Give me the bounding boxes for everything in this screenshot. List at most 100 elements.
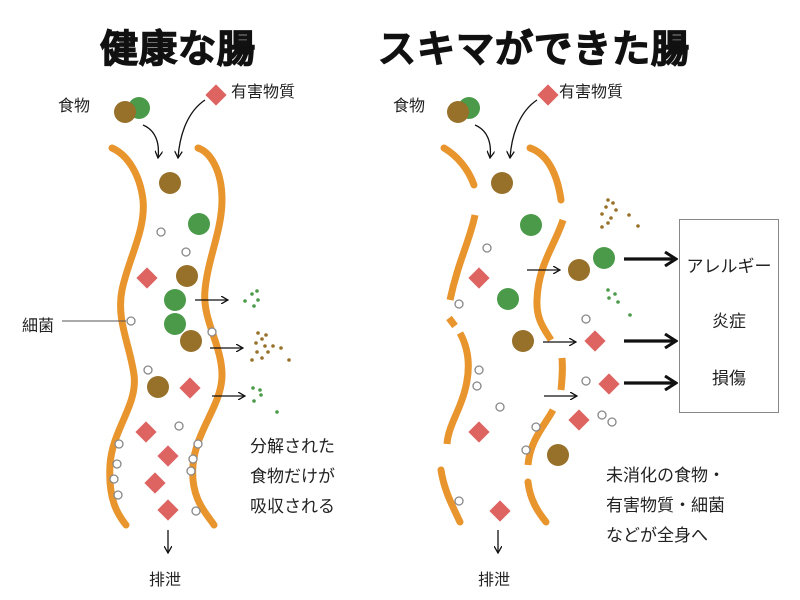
digested-particle-green: [258, 388, 262, 392]
digested-particle-green: [259, 393, 263, 397]
right-wall-right-seg1: [526, 144, 565, 204]
bacteria-icon: [193, 439, 203, 449]
food-particle-brown: [512, 330, 534, 352]
digested-particle-brown: [250, 358, 254, 362]
harmful-substance-icon: [489, 500, 511, 522]
digested-particle-brown: [614, 208, 618, 212]
effect-arrows: [624, 259, 676, 383]
right-food-arrow: [474, 124, 490, 158]
harmful-substance-icon: [537, 84, 559, 106]
digested-particle-green: [628, 313, 632, 317]
harmful-substance-icon: [568, 409, 590, 431]
right-harmful-arrow: [510, 99, 538, 158]
right-wall-left-seg5: [437, 466, 464, 526]
food-particle-brown: [491, 172, 513, 194]
bacteria-icon: [607, 417, 617, 427]
digested-particle-green: [252, 399, 256, 403]
right-wall-right-seg2: [533, 218, 567, 342]
bacteria-icon: [531, 422, 541, 432]
right-wall-left-seg4: [443, 331, 472, 445]
right-excretion-label: 排泄: [478, 570, 511, 589]
bacteria-icon: [186, 466, 196, 476]
food-particle-green: [520, 214, 542, 236]
bacteria-icon: [112, 459, 122, 469]
food-particle-brown: [114, 101, 136, 123]
food-particle-green: [188, 213, 210, 235]
bacteria-icon: [474, 365, 484, 375]
effect-damage: 損傷: [712, 369, 746, 389]
harmful-substance-icon: [157, 499, 179, 521]
left-harmful-label: 有害物質: [231, 82, 296, 101]
digested-particle-green: [252, 304, 256, 308]
digested-particle-green: [243, 299, 247, 303]
left-caption-line: 食物だけが: [250, 467, 335, 487]
digested-particle-brown: [254, 341, 258, 345]
left-caption-line: 吸収される: [250, 497, 335, 517]
left-gut-walls: [106, 144, 226, 529]
bacteria-icon: [191, 506, 201, 516]
digested-particle-brown: [600, 225, 604, 229]
right-caption-line: 未消化の食物・: [606, 466, 725, 486]
bacteria-icon: [482, 243, 492, 253]
right-harmful-label: 有害物質: [559, 82, 624, 101]
digested-particle-brown: [609, 216, 613, 220]
bacteria-icon: [143, 365, 153, 375]
harmful-substance-icon: [584, 330, 606, 352]
bacteria-icon: [472, 381, 482, 391]
digested-particle-brown: [264, 333, 268, 337]
right-wall-left-seg2: [446, 214, 479, 301]
digested-particle-green: [255, 289, 259, 293]
leaky-gut-title: スキマができた腸: [377, 26, 691, 71]
bacteria-icon: [126, 316, 136, 326]
digested-particle-green: [616, 300, 620, 304]
bacteria-icon: [454, 299, 464, 309]
effect-allergy: アレルギー: [686, 257, 772, 277]
bacteria-icon: [597, 410, 607, 420]
food-particle-brown: [180, 330, 202, 352]
bacteria-icon: [581, 376, 591, 386]
digested-particle-green: [251, 386, 255, 390]
bacteria-icon: [521, 445, 531, 455]
right-caption-line: などが全身へ: [606, 526, 708, 546]
bacteria-icon: [113, 490, 123, 500]
food-particle-brown: [147, 376, 169, 398]
bacteria-icon: [156, 227, 166, 237]
harmful-substance-icon: [157, 445, 179, 467]
absorption-arrows: [195, 300, 245, 396]
left-harmful-arrow: [178, 99, 206, 158]
right-caption-line: 有害物質・細菌: [606, 496, 725, 516]
harmful-substance-icon: [135, 421, 157, 443]
digested-particle-brown: [255, 350, 259, 354]
food-particle-brown: [159, 172, 181, 194]
bacteria-icon: [181, 247, 191, 257]
food-particle-brown: [176, 265, 198, 287]
digested-particle-green: [250, 292, 254, 296]
digested-particle-green: [606, 288, 610, 292]
effects-box: アレルギー 炎症 損傷: [679, 219, 779, 413]
food-particle-green: [164, 313, 186, 335]
digested-particle-brown: [256, 331, 260, 335]
digested-particle-brown: [604, 205, 608, 209]
food-particle-green: [497, 288, 519, 310]
digested-particle-green: [275, 410, 279, 414]
left-wall-left: [106, 144, 147, 529]
bacteria-icon: [581, 314, 591, 324]
digested-particle-brown: [606, 198, 610, 202]
digested-particle-brown: [636, 224, 640, 228]
left-food-label: 食物: [58, 96, 91, 115]
digested-particle-brown: [260, 337, 264, 341]
effect-inflammation: 炎症: [712, 312, 746, 332]
right-caption: 未消化の食物・ 有害物質・細菌 などが全身へ: [606, 461, 725, 551]
food-particle-brown: [447, 101, 469, 123]
digested-particle-brown: [271, 344, 275, 348]
bacteria-icon: [109, 474, 119, 484]
bacteria-icon: [174, 421, 184, 431]
digested-particle-brown: [627, 213, 631, 217]
digested-particle-brown: [287, 358, 291, 362]
left-food-arrow: [142, 124, 158, 158]
healthy-gut-title: 健康な腸: [99, 26, 257, 71]
bacteria-label: 細菌: [22, 316, 55, 335]
harmful-substance-icon: [468, 421, 490, 443]
harmful-substance-icon: [179, 377, 201, 399]
